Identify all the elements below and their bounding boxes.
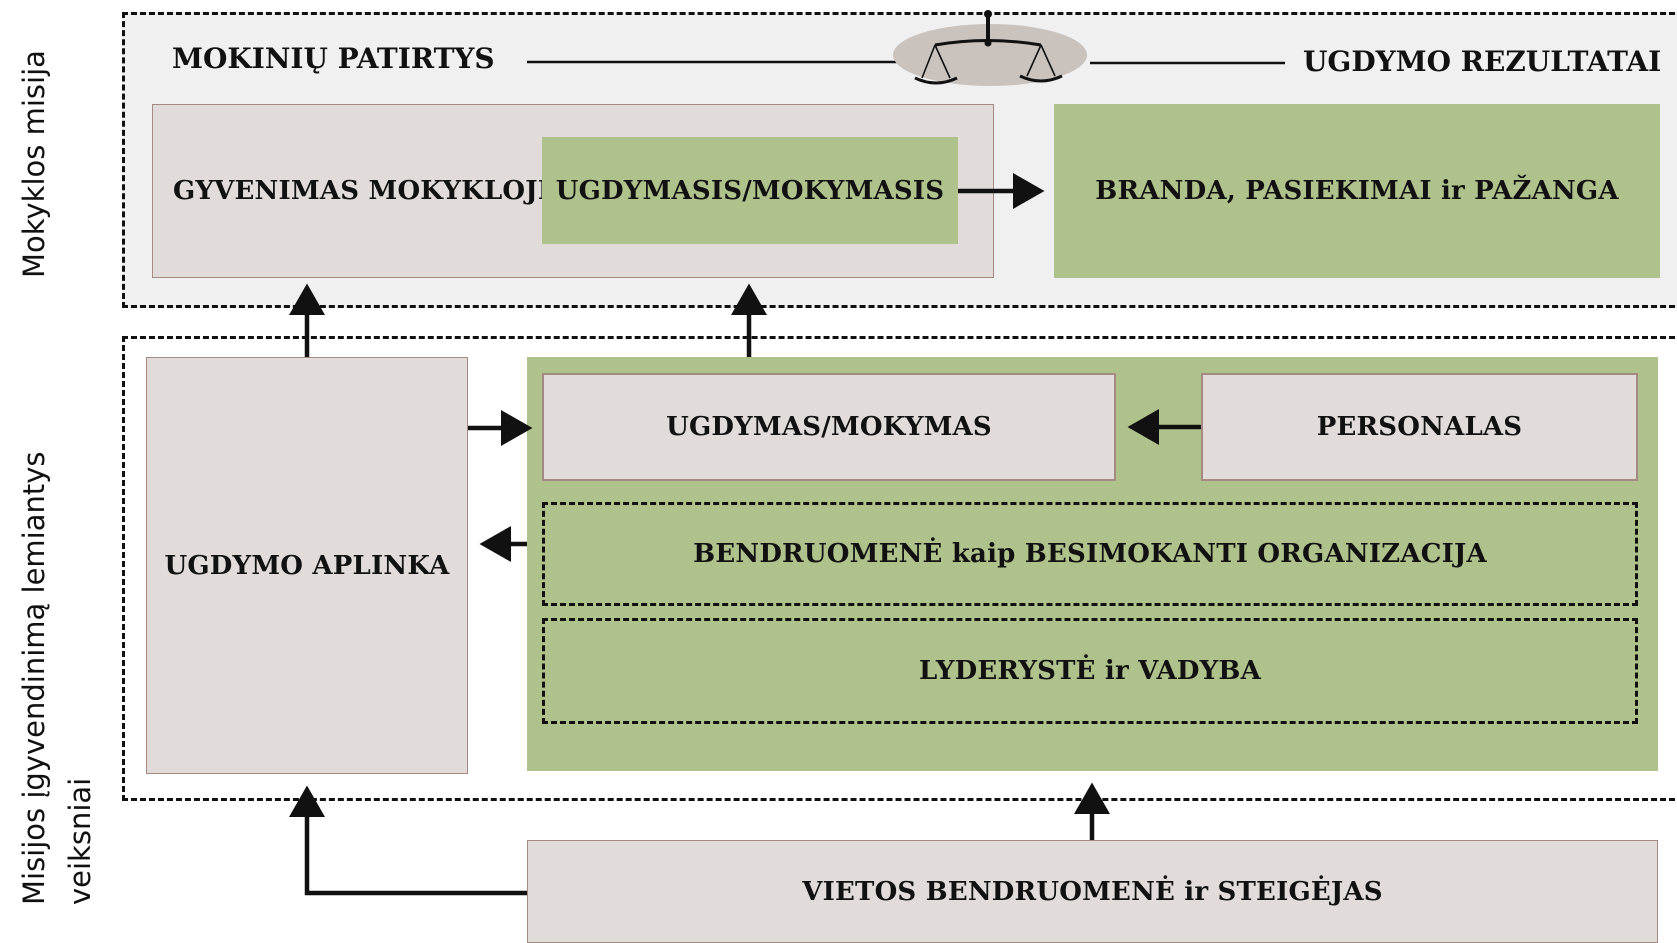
header-education-results: UGDYMO REZULTATAI — [1303, 45, 1662, 78]
community-box: BENDRUOMENĖ kaip BESIMOKANTI ORGANIZACIJ… — [542, 502, 1638, 606]
local-community-label: VIETOS BENDRUOMENĖ ir STEIGĖJAS — [802, 876, 1383, 907]
factors-section-label-line2: veiksniai — [63, 777, 97, 905]
learning-label: UGDYMASIS/MOKYMASIS — [555, 175, 945, 206]
learning-box: UGDYMASIS/MOKYMASIS — [542, 137, 958, 244]
factors-section-label-line1: Misijos įgyvendinimą lemiantys — [17, 451, 51, 905]
teaching-box: UGDYMAS/MOKYMAS — [542, 373, 1116, 481]
local-community-box: VIETOS BENDRUOMENĖ ir STEIGĖJAS — [527, 840, 1658, 943]
staff-label: PERSONALAS — [1316, 412, 1523, 442]
arrow-local-to-environment — [289, 785, 527, 896]
outcomes-box: BRANDA, PASIEKIMAI ir PAŽANGA — [1054, 104, 1660, 278]
teaching-label: UGDYMAS/MOKYMAS — [666, 412, 992, 442]
mission-section-label: Mokyklos misija — [17, 50, 51, 278]
environment-label: UGDYMO APLINKA — [164, 550, 450, 581]
community-label: BENDRUOMENĖ kaip BESIMOKANTI ORGANIZACIJ… — [693, 539, 1487, 569]
leadership-label: LYDERYSTĖ ir VADYBA — [919, 656, 1261, 686]
header-student-experiences: MOKINIŲ PATIRTYS — [172, 42, 495, 75]
staff-box: PERSONALAS — [1201, 373, 1638, 481]
factors-section — [122, 336, 1677, 801]
school-life-label: GYVENIMAS MOKYKLOJE — [173, 176, 558, 206]
leadership-box: LYDERYSTĖ ir VADYBA — [542, 618, 1638, 724]
environment-box: UGDYMO APLINKA — [146, 357, 468, 774]
outcomes-label: BRANDA, PASIEKIMAI ir PAŽANGA — [1095, 176, 1619, 206]
